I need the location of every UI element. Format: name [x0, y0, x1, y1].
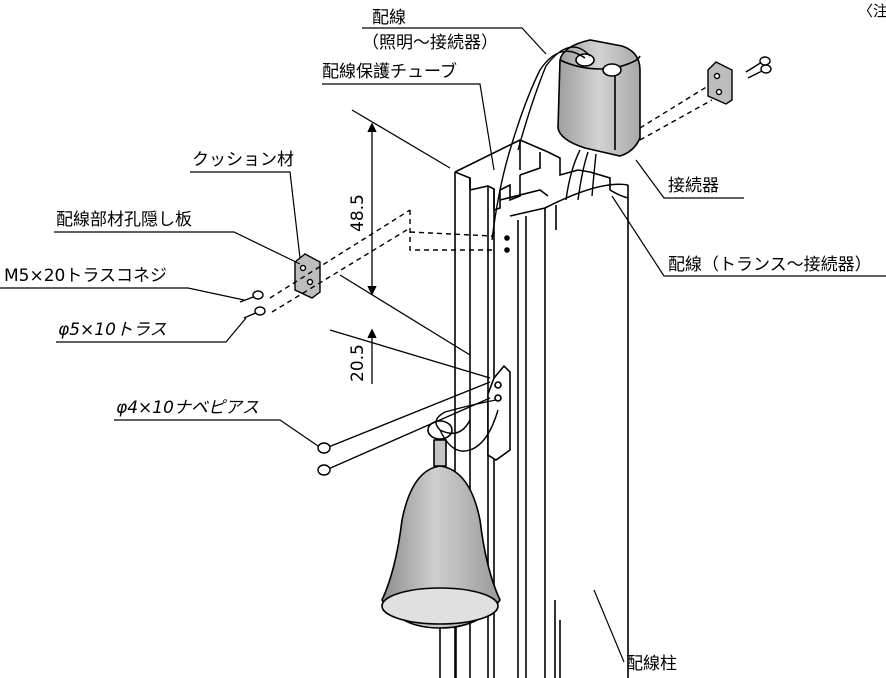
label-connector: 接続器 — [668, 176, 719, 196]
connector-box — [557, 39, 641, 157]
wires — [435, 46, 597, 452]
label-post: 配線柱 — [626, 654, 677, 674]
label-cover-plate: 配線部材孔隠し板 — [56, 210, 192, 230]
label-wiring-sub: （照明～接続器） — [362, 33, 498, 53]
label-protect-tube: 配線保護チューブ — [322, 62, 457, 82]
right-plate — [639, 56, 772, 141]
bell-lamp — [381, 420, 501, 678]
pan-screws — [317, 381, 491, 476]
label-corner-note: 〈注 — [858, 2, 886, 20]
leader-lines — [0, 27, 886, 663]
left-plate — [239, 209, 493, 319]
label-truss: φ5×10トラス — [58, 320, 167, 340]
label-wiring-trans: 配線（トランス～接続器） — [668, 255, 872, 275]
label-cushion: クッション材 — [192, 150, 294, 170]
label-truss-screw: M5×20トラスコネジ — [4, 266, 168, 286]
dimension-lines — [329, 109, 491, 384]
label-pan-screw: φ4×10ナベピアス — [116, 398, 259, 418]
dimension-upper: 48.5 — [348, 194, 368, 232]
dimension-lower: 20.5 — [348, 344, 368, 382]
label-wiring: 配線 — [372, 8, 406, 28]
